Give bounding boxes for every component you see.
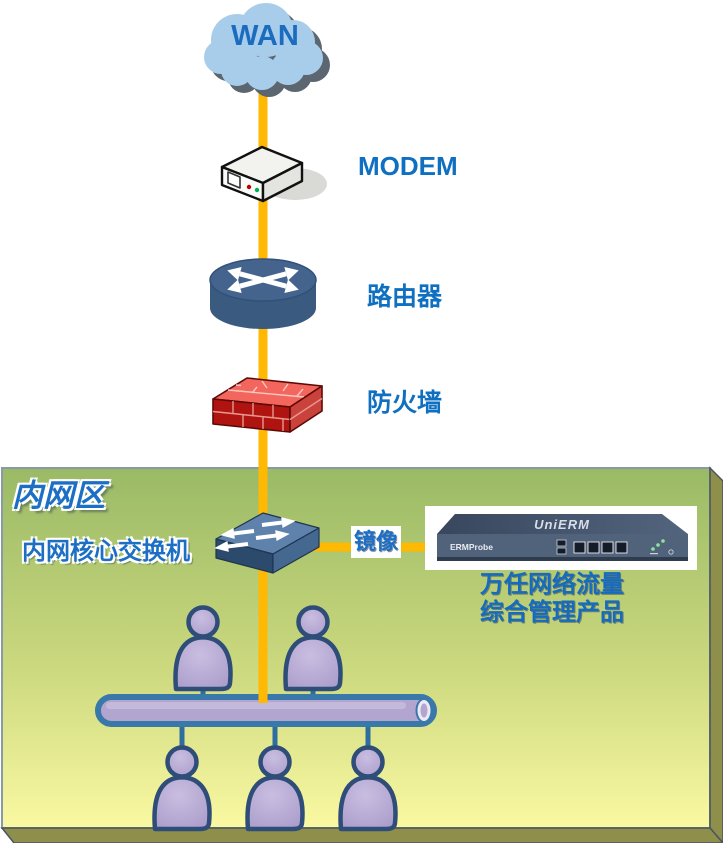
appliance-model: ERMProbe <box>450 542 493 552</box>
firewall-icon <box>212 377 323 433</box>
core-switch-label: 内网核心交换机 <box>22 538 190 565</box>
intranet-zone-title: 内网区 <box>12 478 105 513</box>
wan-label: WAN <box>231 20 299 52</box>
appliance-ports <box>556 539 628 555</box>
appliance-caption-line1: 万任网络流量 <box>480 571 624 598</box>
appliance-leds <box>650 539 674 555</box>
appliance-caption-line2: 综合管理产品 <box>480 599 624 626</box>
wan-cloud-icon <box>204 3 330 97</box>
modem-icon <box>220 145 327 203</box>
appliance-brand: UniERM <box>534 517 590 532</box>
appliance-caption: 万任网络流量 综合管理产品 <box>480 571 624 627</box>
mirror-link-label: 镜像 <box>351 526 401 558</box>
firewall-label: 防火墙 <box>367 389 443 417</box>
router-icon <box>209 258 317 329</box>
erm-probe-appliance: UniERM ERMProbe <box>425 506 697 570</box>
router-label: 路由器 <box>367 283 443 311</box>
modem-label: MODEM <box>358 151 458 181</box>
core-switch-icon <box>214 512 320 574</box>
